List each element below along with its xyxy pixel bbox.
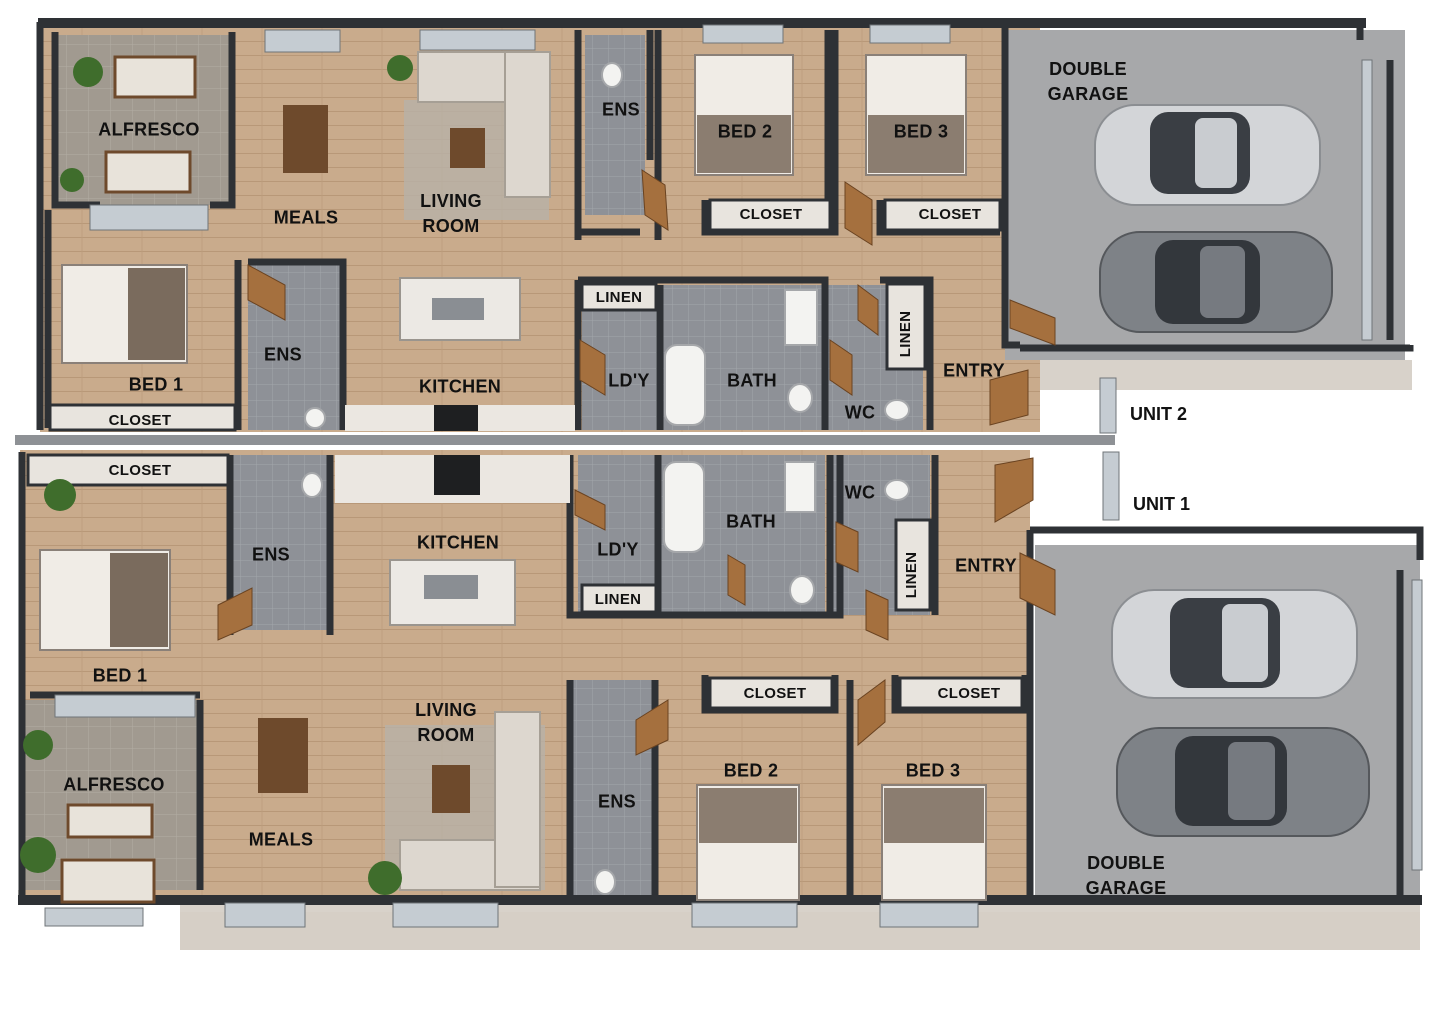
unit1-garage-label: DOUBLE GARAGE — [1085, 853, 1167, 898]
unit2-cooktop — [434, 405, 478, 431]
unit1-bed2-label: BED 2 — [723, 760, 779, 781]
closets — [26, 198, 1024, 710]
cars — [1094, 104, 1370, 837]
unit1-living-label: LIVING ROOM — [415, 700, 477, 745]
unit1-entry-label: ENTRY — [955, 555, 1017, 576]
unit2-bath-label: BATH — [727, 370, 777, 391]
unit2-laundry-label: LD'Y — [608, 370, 650, 391]
unit1-bed3-label: BED 3 — [905, 760, 961, 781]
unit1-bath-label: BATH — [726, 511, 776, 532]
unit2-wc-label: WC — [844, 402, 876, 423]
unit1-car-2 — [1116, 727, 1370, 837]
unit2-linen-b — [885, 282, 927, 371]
living-furniture — [60, 51, 551, 904]
unit2-linen-b-label: LINEN — [897, 310, 914, 358]
unit2-linen-a-label: LINEN — [595, 289, 643, 306]
unit1-label: UNIT 1 — [1133, 494, 1191, 514]
unit1-bed1-closet — [26, 453, 230, 487]
outer-wall-face — [180, 912, 1420, 950]
unit1-linen-a — [580, 583, 658, 614]
bath-fixtures — [301, 62, 910, 895]
unit2-label: UNIT 2 — [1130, 404, 1188, 424]
unit2-living-label: LIVING ROOM — [420, 191, 482, 236]
unit2-kitchen-label: KITCHEN — [418, 376, 502, 397]
unit2-bed3-closet-label: CLOSET — [918, 206, 982, 223]
unit2-bed3-label: BED 3 — [893, 121, 949, 142]
unit2-alfresco-label: ALFRESCO — [98, 119, 200, 140]
unit1-meals-label: MEALS — [248, 829, 314, 850]
unit1-alfresco-label: ALFRESCO — [63, 774, 165, 795]
doors — [217, 169, 1056, 756]
unit2-garage-label: DOUBLE GARAGE — [1047, 59, 1129, 104]
plants — [20, 55, 413, 895]
unit1-dining-table — [258, 718, 308, 793]
unit2-ens-top-label: ENS — [602, 99, 640, 120]
unit1-linen-b — [894, 518, 932, 612]
unit2-bathtub — [664, 344, 706, 426]
unit1-bed1-closet-label: CLOSET — [108, 462, 172, 479]
kitchen-fixtures — [335, 277, 575, 626]
unit1-linen-b-label: LINEN — [903, 551, 920, 599]
unit2-entry-label: ENTRY — [943, 360, 1005, 381]
unit2-linen-a — [580, 282, 658, 312]
unit1-laundry-label: LD'Y — [597, 539, 639, 560]
unit1-bathtub — [663, 461, 705, 553]
unit1-bed3-closet — [898, 676, 1024, 710]
unit2-ens-top-floor — [585, 35, 645, 215]
unit1-ens-bottom-floor — [572, 680, 652, 900]
unit2-kitchen-island — [399, 277, 521, 341]
unit1-linen-a-label: LINEN — [594, 591, 642, 608]
unit1-ens-bottom-label: ENS — [598, 791, 636, 812]
unit2-bed2-closet-label: CLOSET — [739, 206, 803, 223]
unit1-car-1 — [1111, 589, 1358, 699]
unit2-bed1-closet — [48, 403, 237, 432]
unit1-cooktop — [434, 455, 480, 495]
unit1-ens-master-label: ENS — [252, 544, 290, 565]
unit2-bed3-closet — [883, 198, 1002, 232]
unit1-kitchen-label: KITCHEN — [416, 532, 500, 553]
unit1-wc-label: WC — [844, 482, 876, 503]
unit2-bed2-closet — [708, 198, 832, 232]
unit1-bed2-closet — [708, 676, 834, 710]
unit2-meals-label: MEALS — [273, 207, 339, 228]
unit1-bed2-closet-label: CLOSET — [743, 685, 807, 702]
unit2-car-1 — [1094, 104, 1321, 206]
unit1-bed3-closet-label: CLOSET — [937, 685, 1001, 702]
unit2-bed2-label: BED 2 — [717, 121, 773, 142]
beds — [39, 54, 987, 901]
unit2-bed1-closet-label: CLOSET — [108, 412, 172, 429]
unit1-bed1-label: BED 1 — [92, 665, 148, 686]
unit2-dining-table — [283, 105, 328, 173]
unit2-bed1-label: BED 1 — [128, 374, 184, 395]
windows — [44, 24, 1423, 928]
unit2-car-2 — [1099, 231, 1333, 333]
unit2-ens-master-label: ENS — [264, 344, 302, 365]
